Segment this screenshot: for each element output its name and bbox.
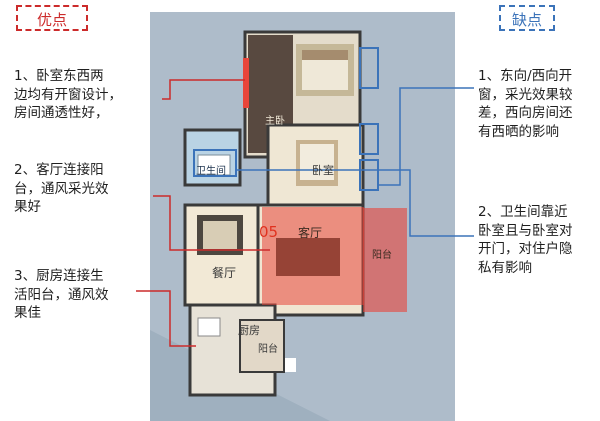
room-label-bedroom: 卧室 [312, 163, 334, 177]
pros-highlights [243, 58, 407, 312]
pros-leader-lines [136, 79, 270, 347]
unit-number-label: 05 [259, 223, 278, 241]
room-label-dining-room: 餐厅 [212, 265, 236, 280]
room-label-living-room: 客厅 [298, 225, 322, 240]
room-label-bathroom: 卫生间 [196, 164, 226, 177]
watermark: CRIC 房产测评 [455, 318, 585, 376]
pro-note-3: 3、厨房连接生 活阳台，通风效 果佳 [14, 268, 109, 321]
room-label-balcony: 阳台 [372, 248, 392, 261]
pro-note-2: 2、客厅连接阳 台，通风采光效 果好 [14, 162, 109, 215]
pros-tag: 优点 [16, 5, 88, 31]
cons-highlights [193, 47, 379, 191]
pro-note-1: 1、卧室东西两 边均有开窗设计， 房间通透性好， [14, 68, 122, 121]
watermark-logo: CRIC [469, 316, 571, 357]
room-label-master-bedroom: 主卧 [265, 114, 285, 127]
con-note-2: 2、卫生间靠近 卧室且与卧室对 开门，对住户隐 私有影响 [478, 204, 573, 276]
room-label-kitchen: 厨房 [238, 324, 260, 337]
con-note-1: 1、东向/西向开 窗，采光效果较 差，西向房间还 有西晒的影响 [478, 68, 573, 140]
cons-leader-lines [236, 87, 474, 237]
room-label-utility-balcony: 阳台 [258, 342, 278, 355]
watermark-subtitle: 房产测评 [481, 357, 558, 375]
cons-tag: 缺点 [499, 5, 555, 31]
